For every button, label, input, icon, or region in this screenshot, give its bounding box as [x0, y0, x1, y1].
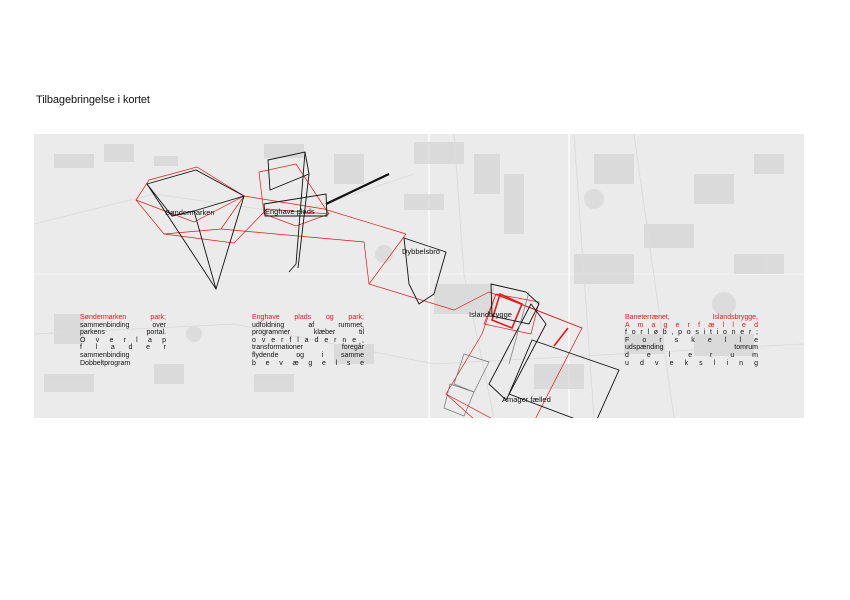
description-line: parkens portal.: [80, 329, 166, 337]
description-line: F o r s k e l l e: [625, 336, 758, 344]
label-amager-faelled: Amager fælled: [502, 395, 551, 404]
description-line: sammenbinding: [80, 351, 130, 359]
description-line: O v e r l a p: [80, 336, 166, 344]
description-line: f l a d e r: [80, 344, 166, 352]
description-line: sammenbinding over: [80, 321, 166, 329]
description-line: u d v e k s l i n g: [625, 359, 758, 367]
description-line: udspænding tomrum: [625, 344, 758, 352]
description-line: b e v æ g e l s e: [252, 359, 364, 367]
aerial-map: Søndermarken Enghave plads Dybbelsbro Is…: [34, 134, 804, 418]
description-line: udfoldning af rummet,: [252, 321, 364, 329]
description-line: Dobbeltprogram: [80, 359, 131, 367]
label-sondermarken: Søndermarken: [165, 208, 215, 217]
description-sondermarken: Søndermarken park; sammenbinding over pa…: [80, 314, 166, 367]
description-heading: Søndermarken park;: [80, 314, 166, 321]
map-background: [34, 134, 804, 418]
description-line: programmer klæber til: [252, 329, 364, 337]
description-heading: Baneterrænet, Islandsbrygge,: [625, 314, 758, 321]
label-dybbelsbro: Dybbelsbro: [402, 247, 440, 256]
description-heading: A m a g e r f æ l l e d: [625, 321, 758, 329]
description-line: f o r l ø b , p o s i t i o n e r ;: [625, 329, 758, 337]
description-line: d e l e r u m: [625, 351, 758, 359]
description-line: transformationer foregår: [252, 344, 364, 352]
label-islandbrygge: Islandbrygge: [469, 310, 512, 319]
description-baneterraenet: Baneterrænet, Islandsbrygge, A m a g e r…: [625, 314, 758, 367]
label-enghave-plads: Enghave plads: [265, 207, 315, 216]
description-line: o v e r f l a d e r n e ,: [252, 336, 364, 344]
page-title: Tilbagebringelse i kortet: [36, 94, 150, 106]
description-enghave: Enghave plads og park; udfoldning af rum…: [252, 314, 364, 367]
description-line: flydende og i samme: [252, 351, 364, 359]
site-diagram: [135, 151, 620, 418]
description-heading: Enghave plads og park;: [252, 314, 364, 321]
